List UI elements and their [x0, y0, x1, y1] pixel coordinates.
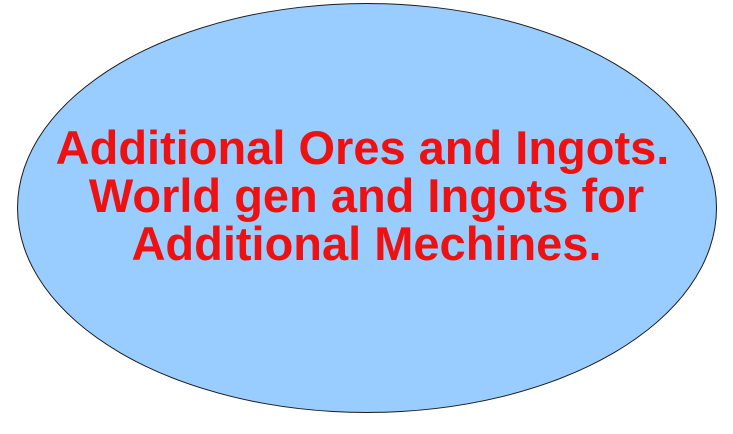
caption-text: Additional Ores and Ingots. World gen an…: [0, 124, 733, 268]
caption-line-2: World gen and Ingots for: [88, 169, 645, 222]
blue-ellipse-shape: [17, 3, 717, 413]
caption-line-1: Additional Ores and Ingots.: [55, 121, 670, 174]
caption-line-3: Additional Mechines.: [131, 217, 602, 270]
